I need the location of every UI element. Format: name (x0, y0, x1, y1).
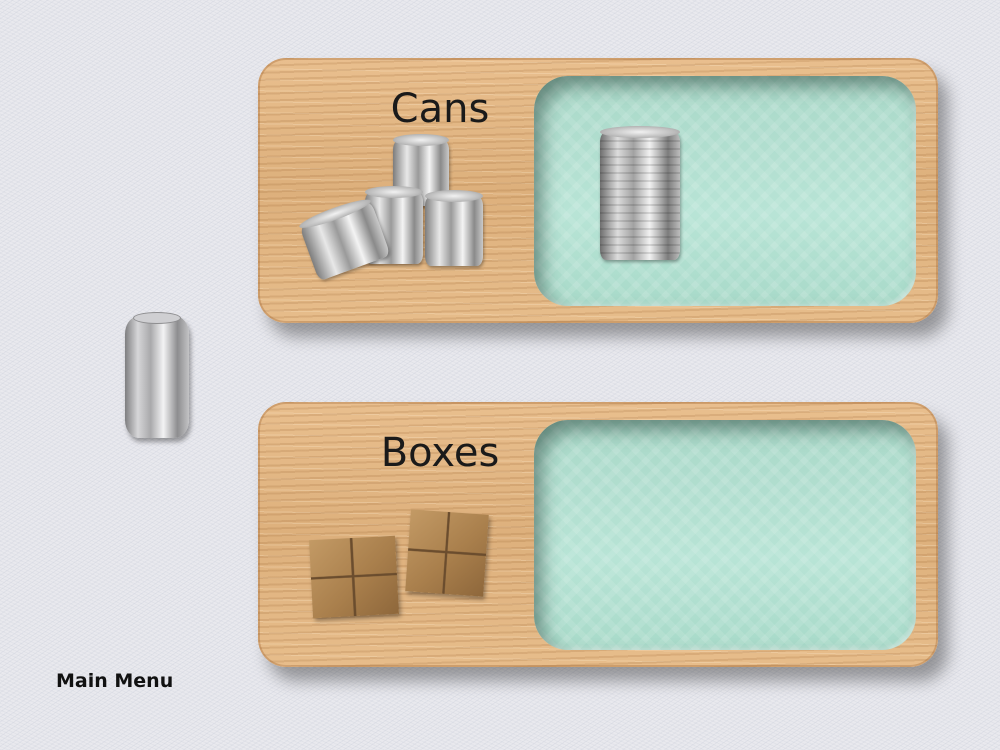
cans-panel: Cans (258, 58, 938, 323)
soda-can-item[interactable] (125, 312, 189, 438)
main-menu-button[interactable]: Main Menu (56, 670, 174, 692)
steel-can-item[interactable] (600, 126, 680, 260)
boxes-bin[interactable] (534, 420, 916, 650)
cans-icon (299, 134, 493, 284)
boxes-panel: Boxes (258, 402, 938, 667)
cans-label: Cans (390, 86, 490, 132)
boxes-label: Boxes (380, 430, 500, 476)
boxes-icon (303, 508, 493, 628)
cans-bin[interactable] (534, 76, 916, 306)
